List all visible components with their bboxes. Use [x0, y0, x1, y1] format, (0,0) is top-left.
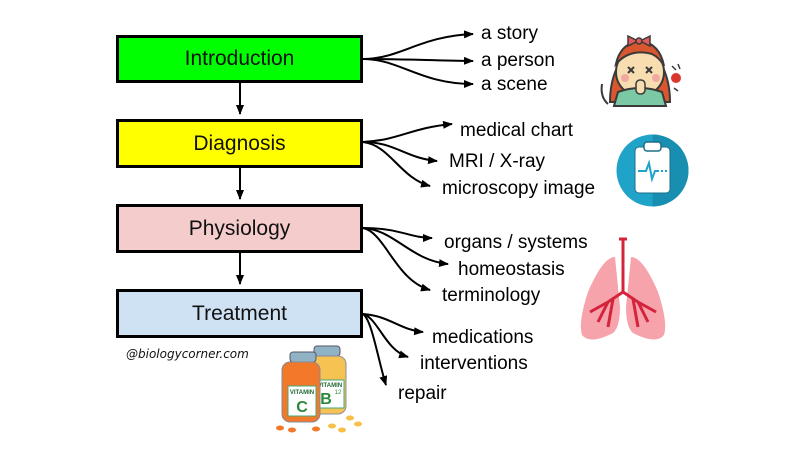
stage-physiology: Physiology: [116, 204, 363, 253]
vitamin-b-subscript: 12: [335, 390, 342, 396]
branch-arrow-repair: [362, 313, 388, 386]
item-mri-xray: MRI / X-ray: [449, 151, 546, 172]
item-a-person: a person: [481, 50, 555, 71]
item-medical-chart: medical chart: [460, 120, 573, 141]
item-interventions: interventions: [420, 353, 528, 374]
item-microscopy-image: microscopy image: [442, 178, 596, 199]
vitamin-bottles-icon: VITAMIN B 12 VITAMIN C: [276, 345, 362, 433]
branch-arrow-homeostasis: [362, 227, 449, 268]
clipboard-heartbeat-icon: [616, 134, 689, 207]
item-organs-systems: organs / systems: [444, 232, 588, 253]
branch-arrow-a-story: [362, 30, 474, 60]
stage-label: Physiology: [188, 216, 291, 240]
stage-treatment: Treatment: [116, 289, 363, 338]
branch-arrow-a-scene: [362, 58, 474, 88]
stage-introduction: Introduction: [116, 35, 363, 83]
branch-arrow-medications: [362, 313, 424, 336]
item-terminology: terminology: [442, 285, 541, 306]
vitamin-b-letter: B: [320, 391, 332, 408]
item-a-scene: a scene: [481, 74, 548, 95]
branch-arrow-medical-chart: [362, 120, 453, 143]
item-a-story: a story: [481, 23, 539, 44]
branch-arrow-interventions: [362, 313, 409, 359]
vitamin-b-label-top: VITAMIN: [318, 383, 342, 389]
stage-diagnosis: Diagnosis: [116, 119, 363, 168]
item-repair: repair: [398, 383, 447, 404]
stage-label: Treatment: [192, 301, 287, 325]
branch-arrow-organs: [362, 227, 433, 242]
sick-girl-icon: [600, 34, 681, 107]
branch-arrow-microscopy: [362, 141, 431, 188]
stage-label: Diagnosis: [193, 131, 286, 155]
item-medications: medications: [432, 327, 534, 348]
branch-arrow-terminology: [362, 227, 431, 292]
branch-arrow-mri-xray: [362, 141, 438, 165]
stage-label: Introduction: [184, 47, 295, 70]
item-homeostasis: homeostasis: [458, 259, 565, 280]
credit-text: @biologycorner.com: [126, 347, 249, 361]
vitamin-c-letter: C: [296, 399, 308, 416]
vitamin-c-label-top: VITAMIN: [290, 390, 314, 396]
lungs-icon: [580, 237, 666, 340]
